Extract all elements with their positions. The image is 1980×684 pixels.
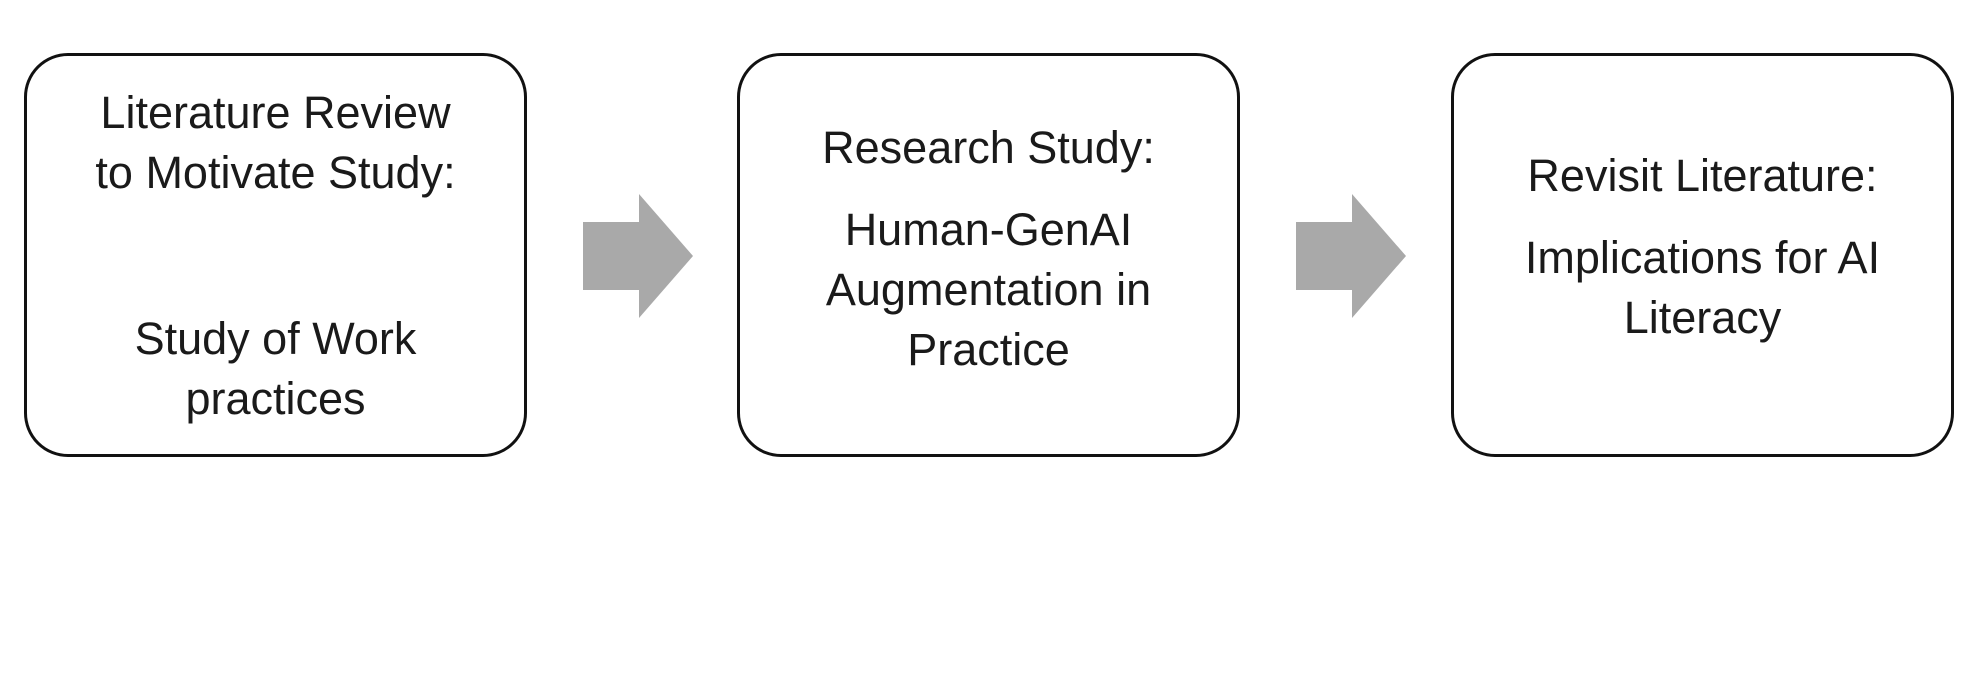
step-revisit-literature: Revisit Literature: Implications for AI … — [1451, 53, 1954, 457]
right-arrow-icon — [1296, 194, 1406, 318]
step-research-study: Research Study: Human-GenAI Augmentation… — [737, 53, 1240, 457]
step-1-detail-line-2: practices — [185, 373, 366, 424]
step-3-heading-line-1: Revisit Literature: — [1527, 150, 1878, 201]
step-3-detail-line-1: Implications for AI — [1524, 232, 1881, 283]
step-2-detail-line-3: Practice — [907, 324, 1070, 375]
step-2-detail-line-2: Augmentation in — [825, 264, 1152, 315]
step-literature-review: Literature Review to Motivate Study: Stu… — [24, 53, 527, 457]
step-1-heading-line-1: Literature Review — [100, 87, 451, 138]
step-1-heading-line-2: to Motivate Study: — [95, 147, 456, 198]
step-2-detail-line-1: Human-GenAI — [844, 204, 1133, 255]
step-1-detail-line-1: Study of Work — [134, 313, 417, 364]
right-arrow-icon — [583, 194, 693, 318]
step-2-heading-line-1: Research Study: — [822, 122, 1155, 173]
step-3-detail-line-2: Literacy — [1623, 292, 1782, 343]
